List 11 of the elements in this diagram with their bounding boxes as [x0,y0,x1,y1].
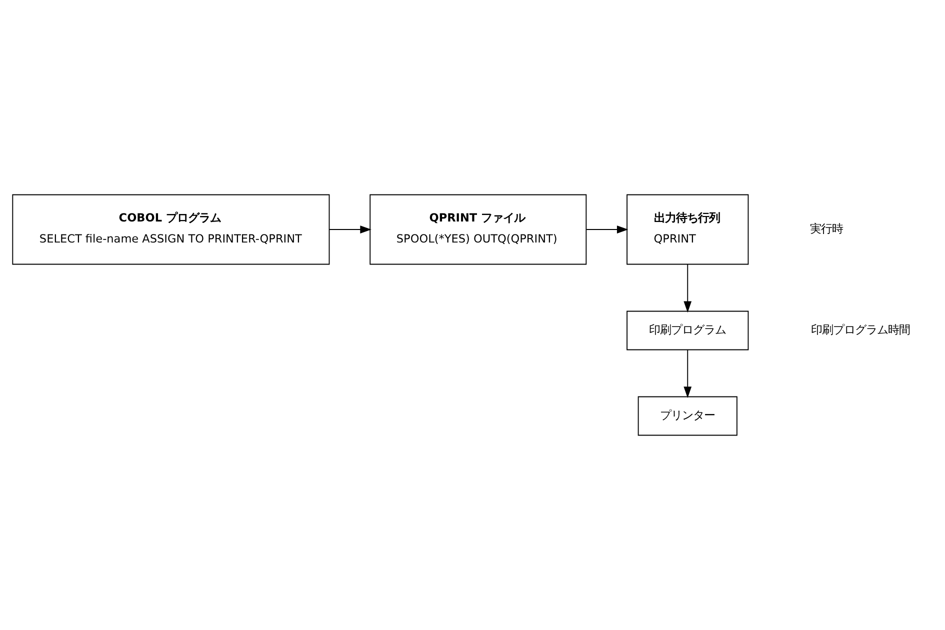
node-box: QPRINT ファイル SPOOL(*YES) OUTQ(QPRINT) [370,194,587,265]
label: 実行時 [810,222,844,236]
arrow [586,226,628,234]
node-box: 出力待ち行列 QPRINT [626,194,749,265]
node-box: プリンター [638,396,738,436]
node-box: COBOL プログラム SELECT file-name ASSIGN TO PRINTER-QPRINT [12,194,330,265]
arrow [684,350,692,398]
node-box: 印刷プログラム [626,310,749,350]
arrow [684,264,692,313]
label: 印刷プログラム時間 [810,323,910,336]
arrow [328,226,372,234]
